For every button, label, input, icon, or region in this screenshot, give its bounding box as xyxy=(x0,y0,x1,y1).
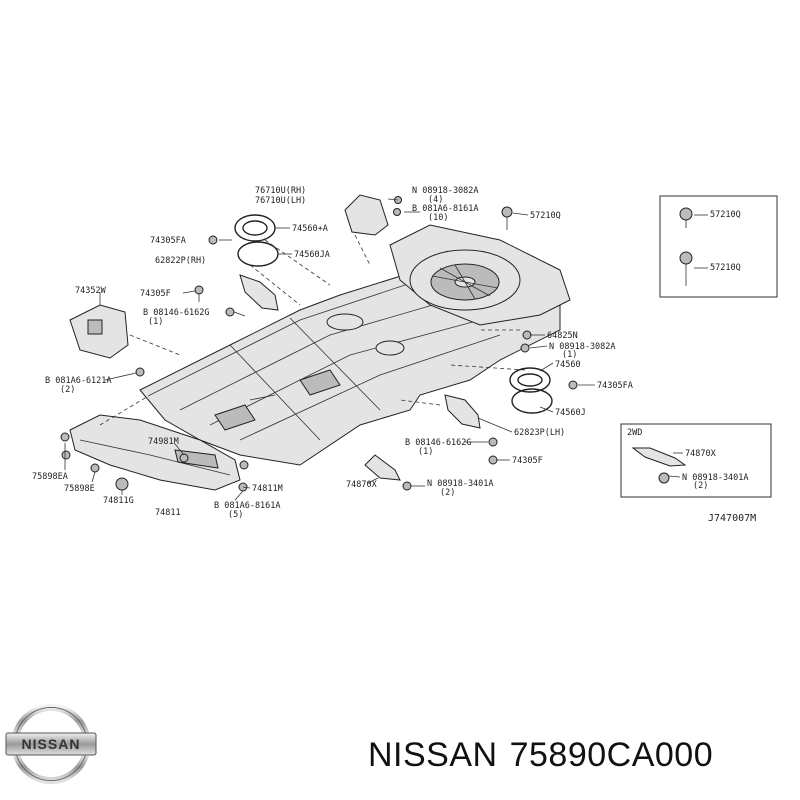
label-74811: 74811 xyxy=(155,508,181,518)
label-76710-rh: 76710U(RH) xyxy=(255,186,306,196)
label-081a6-bottom: B 081A6-8161A xyxy=(214,501,281,511)
label-74811g: 74811G xyxy=(103,496,134,506)
label-74560: 74560 xyxy=(555,360,581,370)
label-74560ja: 74560JA xyxy=(294,250,330,260)
nissan-logo-icon: NISSAN xyxy=(5,703,97,785)
label-08146-a: B 08146-6162G xyxy=(143,308,210,318)
label-74811m: 74811M xyxy=(252,484,283,494)
label-74870x-b: 74870X xyxy=(685,449,717,459)
label-08146-b-qty: (1) xyxy=(418,447,433,457)
part-number: 75890CA000 xyxy=(509,736,714,774)
label-08918-bottom-qty: (2) xyxy=(440,488,455,498)
label-081a6-top-qty: (10) xyxy=(428,213,448,223)
label-74981m: 74981M xyxy=(148,437,179,447)
label-08918-inset-qty: (2) xyxy=(693,481,708,491)
label-57210q-b: 57210Q xyxy=(710,210,741,220)
spare-tire-well xyxy=(389,224,571,326)
label-74305fa-b: 74305FA xyxy=(597,381,633,391)
label-08918-top: N 08918-3082A xyxy=(412,186,479,196)
label-08146-a-qty: (1) xyxy=(148,317,163,327)
label-74305fa-a: 74305FA xyxy=(150,236,186,246)
leader-lines xyxy=(64,198,595,501)
hardware xyxy=(60,196,578,492)
label-081a6-top: B 081A6-8161A xyxy=(412,204,479,214)
label-74305f-a: 74305F xyxy=(140,289,171,299)
inset-2wd xyxy=(620,423,772,498)
label-081a6-left-qty: (2) xyxy=(60,385,75,395)
inset-57210q xyxy=(659,195,778,298)
bracket-76710u xyxy=(344,194,389,236)
label-74305f-b: 74305F xyxy=(512,456,543,466)
label-74560j: 74560J xyxy=(555,408,586,418)
label-75898e: 75898E xyxy=(64,484,95,494)
label-74352w: 74352W xyxy=(75,286,107,296)
label-08918-top-qty: (4) xyxy=(428,195,443,205)
label-57210q-a: 57210Q xyxy=(530,211,561,221)
label-64825n: 64825N xyxy=(547,331,578,341)
label-62822p: 62822P(RH) xyxy=(155,256,206,266)
bracket-74352w xyxy=(69,304,129,359)
label-2wd: 2WD xyxy=(627,428,642,438)
label-75898ea: 75898EA xyxy=(32,472,68,482)
part-title: NISSAN 75890CA000 xyxy=(368,736,725,775)
diagram-code: J747007M xyxy=(708,513,756,524)
floor-panel xyxy=(139,269,561,466)
label-08918-right-qty: (1) xyxy=(562,350,577,360)
label-76710u-lh: 76710U(LH) xyxy=(255,196,306,206)
label-08918-inset: N 08918-3401A xyxy=(682,473,749,483)
label-57210q-c: 57210Q xyxy=(710,263,741,273)
label-08918-right: N 08918-3082A xyxy=(549,342,616,352)
label-081a6-left: B 081A6-6121A xyxy=(45,376,112,386)
label-62823p: 62823P(LH) xyxy=(514,428,565,438)
brand-name: NISSAN xyxy=(368,736,498,774)
label-08146-b: B 08146-6162G xyxy=(405,438,472,448)
label-081a6-bottom-qty: (5) xyxy=(228,510,243,520)
label-74560-a: 74560+A xyxy=(292,224,328,234)
part-labels: 76710U(RH) 76710U(LH) N 08918-3082A (4) … xyxy=(32,186,756,524)
label-08918-bottom: N 08918-3401A xyxy=(427,479,494,489)
brackets-6282x xyxy=(239,274,481,429)
nissan-logo-text: NISSAN xyxy=(22,736,81,752)
label-74870x-a: 74870X xyxy=(346,480,378,490)
